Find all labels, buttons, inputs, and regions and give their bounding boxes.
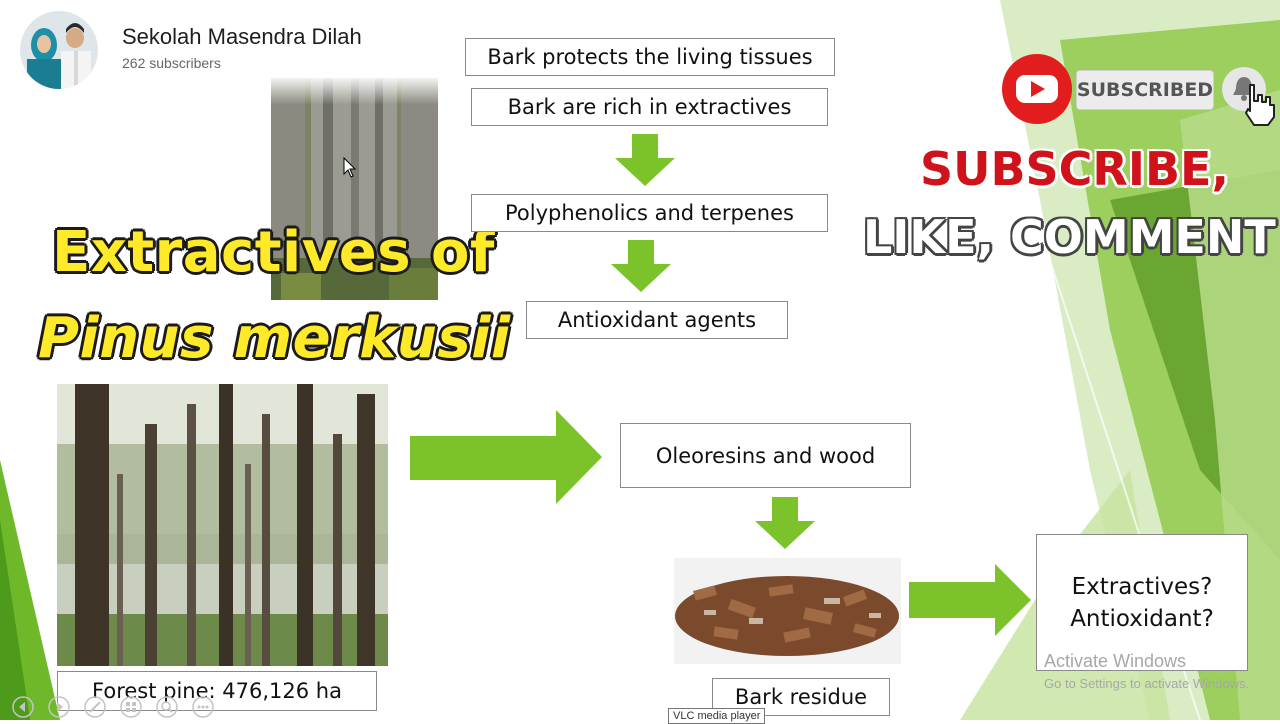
subscribed-button[interactable]: SUBSCRIBED (1076, 70, 1214, 110)
bark-residue-photo (674, 558, 901, 664)
forest-pine-photo (57, 384, 388, 666)
bark-residue-caption: Bark residue (712, 678, 890, 716)
question-antioxidant: Antioxidant? (1070, 605, 1214, 632)
channel-name[interactable]: Sekolah Masendra Dilah (122, 24, 362, 49)
flow-box-question: Extractives? Antioxidant? (1036, 534, 1248, 671)
previous-slide-icon[interactable] (12, 696, 34, 718)
green-arrow-down-1 (615, 134, 675, 186)
slides-grid-icon[interactable] (120, 696, 142, 718)
flow-box-bark-protects: Bark protects the living tissues (465, 38, 835, 76)
slideshow-toolbar (12, 696, 222, 718)
flow-box-polyphenolics: Polyphenolics and terpenes (471, 194, 828, 232)
flow-box-bark-rich: Bark are rich in extractives (471, 88, 828, 126)
youtube-logo-icon[interactable] (1000, 52, 1074, 126)
pine-trunk-photo (271, 78, 438, 300)
vlc-tooltip: VLC media player (668, 708, 766, 724)
activate-windows-subtitle: Go to Settings to activate Windows. (1044, 676, 1250, 691)
video-title-line2: Pinus merkusii (38, 306, 511, 371)
forest-pine-caption: Forest pine: 476,126 ha (57, 671, 377, 711)
question-extractives: Extractives? (1071, 573, 1213, 600)
green-arrow-down-3 (755, 497, 815, 549)
hand-cursor-icon (1245, 84, 1275, 126)
pen-icon[interactable] (84, 696, 106, 718)
subscribe-text: SUBSCRIBE, (920, 142, 1229, 196)
subscriber-count: 262 subscribers (122, 55, 221, 71)
subscribed-label: SUBSCRIBED (1076, 79, 1214, 101)
green-arrow-down-2 (611, 240, 671, 292)
zoom-icon[interactable] (156, 696, 178, 718)
flow-box-oleoresins: Oleoresins and wood (620, 423, 911, 488)
channel-avatar[interactable] (17, 11, 101, 89)
like-comment-text: LIKE, COMMENT (863, 210, 1276, 264)
video-title-line1: Extractives of (52, 220, 495, 285)
more-options-icon[interactable] (192, 696, 214, 718)
next-slide-icon[interactable] (48, 696, 70, 718)
activate-windows-title: Activate Windows (1044, 651, 1187, 671)
notification-bell-button[interactable] (1222, 67, 1275, 126)
channel-header: Sekolah Masendra Dilah 262 subscribers (10, 8, 408, 89)
green-arrow-right-small (909, 564, 1031, 636)
green-arrow-right-large (410, 410, 602, 504)
flow-box-antioxidant-agents: Antioxidant agents (526, 301, 788, 339)
